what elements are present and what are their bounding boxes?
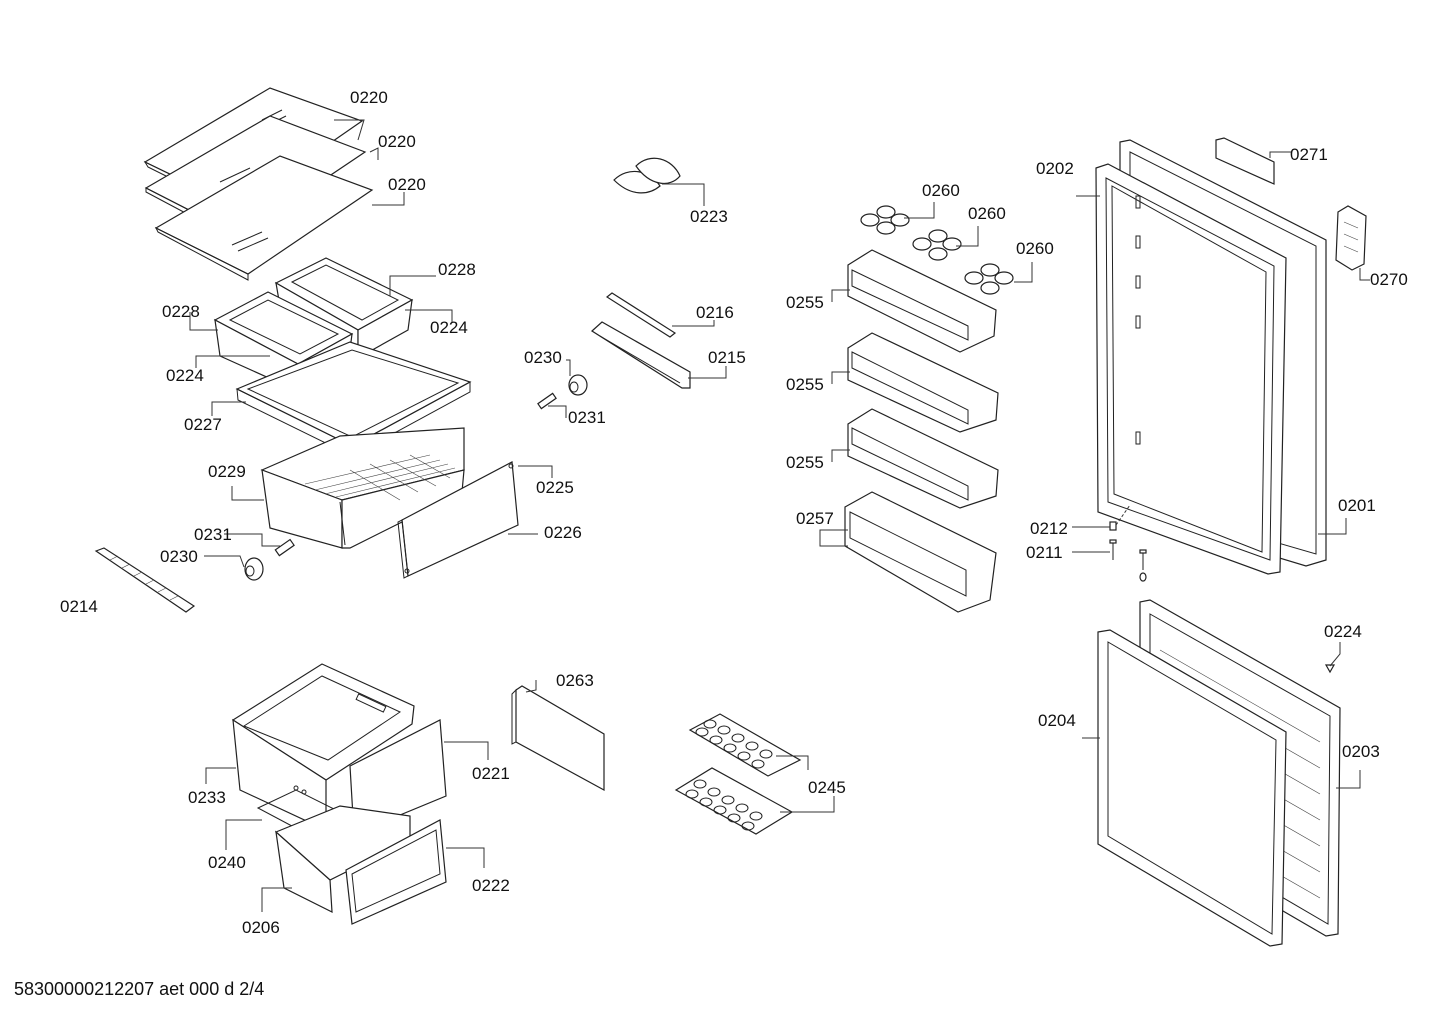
- rail-drawing: [94, 547, 196, 613]
- callout-label: 0271: [1290, 145, 1328, 164]
- callout-label: 0260: [922, 181, 960, 200]
- callout-label: 0221: [472, 764, 510, 783]
- upper-door-drawing: [1095, 139, 1327, 575]
- freezer-drawer-drawing: [231, 663, 447, 835]
- callout-label: 0224: [1324, 622, 1362, 641]
- glass-shelf-drawing: [143, 87, 374, 281]
- hinge-drawing: [1335, 205, 1367, 271]
- callout-label: 0260: [1016, 239, 1054, 258]
- callout-label: 0227: [184, 415, 222, 434]
- cover-plate-drawing: [235, 341, 472, 457]
- callout-label: 0230: [524, 348, 562, 367]
- callout-label: 0224: [430, 318, 468, 337]
- callout-label: 0226: [544, 523, 582, 542]
- callout-label: 0229: [208, 462, 246, 481]
- lower-door-drawing: [1097, 599, 1341, 947]
- callout-label: 0204: [1038, 711, 1076, 730]
- crisper-drawer-drawing: [260, 427, 465, 549]
- callout-label: 0255: [786, 453, 824, 472]
- callout-label: 0240: [208, 853, 246, 872]
- callout-label: 0223: [690, 207, 728, 226]
- callout-label: 0222: [472, 876, 510, 895]
- screws-drawing: [1109, 504, 1147, 582]
- callout-label: 0214: [60, 597, 98, 616]
- callout-label: 0215: [708, 348, 746, 367]
- brackets-drawing: [591, 292, 691, 389]
- callout-label: 0224: [166, 366, 204, 385]
- callout-label: 0231: [194, 525, 232, 544]
- callout-label: 0263: [556, 671, 594, 690]
- callout-label: 0202: [1036, 159, 1074, 178]
- callout-label: 0220: [388, 175, 426, 194]
- ice-trays-drawing: [674, 713, 802, 835]
- callout-label: 0260: [968, 204, 1006, 223]
- document-code: 58300000212207 aet 000 d 2/4: [14, 979, 265, 999]
- cover-0223-drawing: [613, 157, 681, 194]
- callout-label: 0257: [796, 509, 834, 528]
- callout-label: 0206: [242, 918, 280, 937]
- callout-label: 0220: [350, 88, 388, 107]
- rollers-drawing: [244, 374, 588, 581]
- callout-label: 0212: [1030, 519, 1068, 538]
- callout-label: 0201: [1338, 496, 1376, 515]
- lower-drawer-drawing: [274, 805, 447, 925]
- callout-label: 0255: [786, 293, 824, 312]
- callout-label: 0233: [188, 788, 226, 807]
- callout-label: 0220: [378, 132, 416, 151]
- callout-label: 0255: [786, 375, 824, 394]
- callout-label: 0270: [1370, 270, 1408, 289]
- callout-labels: 0220 0220 0220 0228 0228 0224 0224 0227 …: [60, 88, 1408, 937]
- callout-label: 0216: [696, 303, 734, 322]
- callout-label: 0245: [808, 778, 846, 797]
- callout-label: 0225: [536, 478, 574, 497]
- callout-label: 0231: [568, 408, 606, 427]
- callout-label: 0211: [1026, 543, 1063, 562]
- label-plate-drawing: [1215, 137, 1275, 185]
- leader-lines: [189, 119, 1370, 912]
- egg-cups-drawing: [860, 205, 1014, 295]
- callout-label: 0228: [162, 302, 200, 321]
- drawer-front-drawing: [397, 461, 519, 579]
- filter-pad-drawing: [511, 685, 605, 792]
- callout-label: 0228: [438, 260, 476, 279]
- door-shelves-drawing: [844, 249, 999, 613]
- callout-label: 0230: [160, 547, 198, 566]
- callout-label: 0203: [1342, 742, 1380, 761]
